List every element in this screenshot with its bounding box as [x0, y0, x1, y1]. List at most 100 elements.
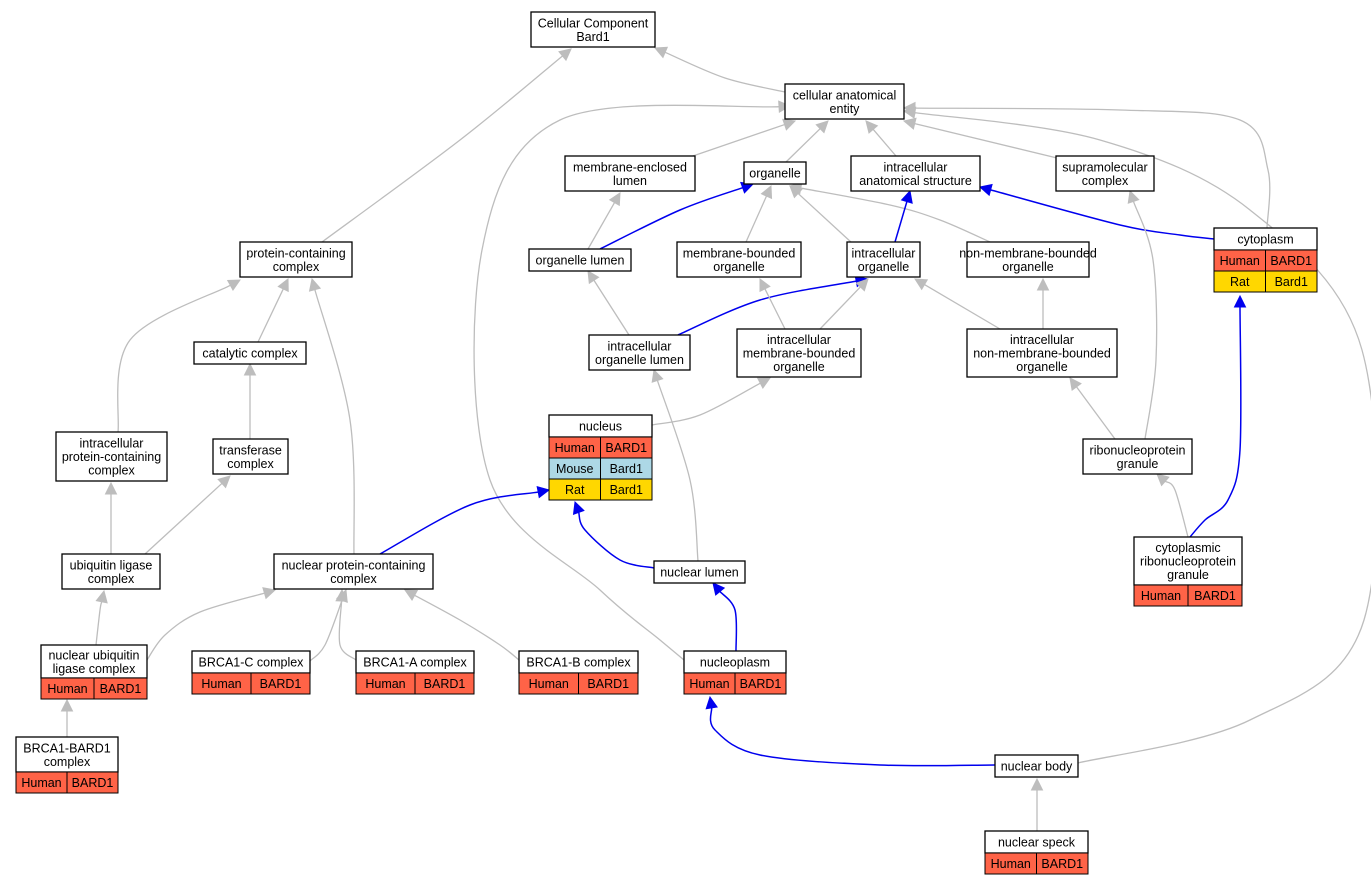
node-ol[interactable]: organelle lumen: [528, 248, 632, 272]
node-label: anatomical structure: [859, 174, 972, 188]
node-label: BRCA1-BARD1: [23, 741, 111, 755]
node-box: [212, 438, 289, 475]
arrowhead: [978, 183, 993, 197]
node-label: supramolecular: [1062, 160, 1147, 174]
node-label: protein-containing: [62, 450, 161, 464]
node-label: ribonucleoprotein: [1140, 555, 1236, 569]
node-box: [966, 241, 1090, 278]
edge-ias-to-cae: [865, 120, 897, 157]
species-name: Mouse: [556, 462, 594, 476]
node-label: intracellular: [608, 339, 672, 353]
species-name: Human: [991, 857, 1031, 871]
arrowhead: [536, 485, 551, 499]
node-crnpg[interactable]: cytoplasmicribonucleoproteingranuleHuman…: [1133, 536, 1243, 607]
node-label: organelle: [1016, 360, 1067, 374]
node-label: complex: [227, 457, 274, 471]
species-name: Human: [201, 677, 241, 691]
node-nbody[interactable]: nuclear body: [994, 754, 1079, 778]
arrowhead: [104, 481, 118, 495]
node-label: intracellular: [1010, 333, 1074, 347]
edge-imbo-to-mbo: [759, 277, 786, 330]
gene-symbol: BARD1: [72, 776, 114, 790]
node-box: [1055, 155, 1155, 192]
gene-cell: [93, 677, 148, 700]
gene-symbol: BARD1: [587, 677, 629, 691]
node-box: [55, 431, 168, 482]
edge-npcc-to-nucleus: [379, 485, 551, 555]
arrowhead: [1069, 377, 1082, 391]
node-inmbo[interactable]: intracellularnon-membrane-boundedorganel…: [966, 328, 1118, 378]
node-label: membrane-bounded: [683, 246, 796, 260]
edge-transferase-to-catalytic: [243, 362, 257, 439]
edge-nspeck-to-nbody: [1030, 777, 1044, 831]
arrowhead: [756, 377, 771, 389]
node-label: protein-containing: [246, 246, 345, 260]
arrowhead: [815, 120, 829, 134]
edges-layer: [60, 46, 1371, 831]
node-nlumen[interactable]: nuclear lumen: [653, 560, 746, 584]
arrowhead: [651, 368, 664, 383]
gene-cell: [66, 771, 119, 794]
edge-nulc-to-ulc: [95, 589, 108, 646]
arrowhead: [308, 277, 322, 292]
node-label: ligase complex: [53, 662, 136, 676]
arrowhead: [759, 277, 771, 293]
node-label: complex: [88, 464, 135, 478]
gene-cell: [1265, 270, 1318, 293]
node-label: complex: [273, 260, 320, 274]
species-name: Human: [529, 677, 569, 691]
node-organelle[interactable]: organelle: [743, 161, 807, 185]
node-label: nuclear ubiquitin: [48, 648, 139, 662]
arrowhead: [404, 589, 419, 602]
node-label: non-membrane-bounded: [959, 246, 1097, 260]
node-label: granule: [1167, 568, 1209, 582]
edge-inmbo-to-io: [914, 278, 1001, 330]
arrowhead: [335, 588, 348, 602]
node-label: complex: [330, 572, 377, 586]
edge-ulc-to-transferase: [144, 475, 231, 555]
node-catalytic[interactable]: catalytic complex: [193, 341, 307, 365]
gene-cell: [414, 672, 475, 695]
edge-io-to-ias: [894, 189, 913, 243]
edge-nbody-to-nucleoplasm: [705, 695, 996, 767]
gene-symbol: BARD1: [605, 441, 647, 455]
node-label: complex: [1082, 174, 1129, 188]
arrowhead: [653, 46, 669, 59]
edge-supra-to-cae: [902, 117, 1058, 159]
node-label: organelle lumen: [595, 353, 684, 367]
gene-symbol: BARD1: [100, 682, 142, 696]
species-name: Human: [365, 677, 405, 691]
node-box: [676, 241, 802, 278]
edge-ulc-to-ipcc: [104, 481, 118, 554]
